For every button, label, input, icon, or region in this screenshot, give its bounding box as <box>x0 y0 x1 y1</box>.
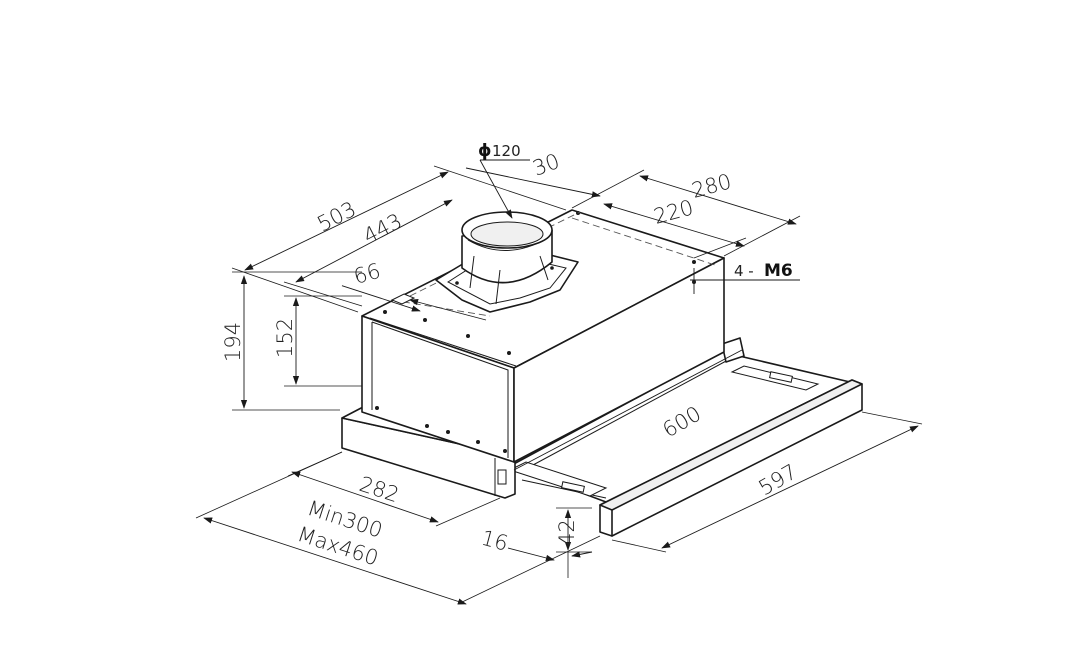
dim-16-line <box>507 547 555 562</box>
dim-30-line <box>465 167 601 198</box>
dim-16-line-2 <box>571 551 593 558</box>
dim-282-line <box>291 471 439 523</box>
collar-screw <box>455 281 459 285</box>
screw-dot <box>503 449 507 453</box>
extension-line <box>571 169 645 209</box>
dim-220-label: 220 <box>651 195 696 229</box>
extension-line <box>283 281 363 307</box>
dim-194-label: 194 <box>221 322 245 362</box>
m6-prefix-label: 4 - <box>734 262 754 280</box>
dimension-lines <box>195 159 923 605</box>
dim-120-label: 120 <box>492 142 521 160</box>
screw-dot <box>375 406 379 410</box>
rail-line <box>519 359 729 473</box>
exhaust-collar <box>435 211 579 313</box>
top-clip <box>390 293 416 305</box>
extension-line <box>231 267 359 313</box>
front-frame-line <box>371 321 509 458</box>
extension-line <box>693 237 747 259</box>
dim-280-label: 280 <box>689 169 734 203</box>
screw-dot <box>446 430 450 434</box>
dim-597-label: 597 <box>755 459 802 500</box>
dim-16-label: 16 <box>479 526 511 556</box>
housing-side <box>513 257 725 463</box>
chamfer-line <box>369 317 517 367</box>
dim-280-line <box>639 175 797 225</box>
extension-line <box>611 539 667 553</box>
dim-66-line <box>341 285 421 312</box>
screw-dot <box>692 260 696 264</box>
screw-dot <box>466 334 470 338</box>
extension-line <box>433 165 567 211</box>
drawer-bracket <box>721 337 745 363</box>
screw-dot <box>425 424 429 428</box>
rail-slot <box>769 371 793 383</box>
dim-503-label: 503 <box>313 197 360 237</box>
dim-443-line <box>295 199 453 283</box>
dim-597-line <box>661 425 919 549</box>
screw-dot <box>423 318 427 322</box>
collar-rib <box>495 269 501 305</box>
dim-600-line <box>513 349 743 471</box>
collar-rib <box>467 237 549 251</box>
dim-30-label: 30 <box>530 149 563 181</box>
collar-rib <box>539 255 549 281</box>
extension-line <box>195 451 343 519</box>
dim-66-label: 66 <box>351 259 383 289</box>
phi-leader <box>479 159 513 219</box>
extension-line <box>861 411 923 425</box>
extension-line <box>435 497 501 527</box>
collar-rib <box>469 255 475 289</box>
collar-opening <box>470 221 544 247</box>
screw-dot <box>383 310 387 314</box>
extension-line <box>457 535 601 605</box>
m6-label: M6 <box>764 261 793 281</box>
hidden-line <box>571 217 719 267</box>
dim-220-line <box>603 203 745 247</box>
rail-slot <box>561 481 585 493</box>
collar-screw <box>550 266 554 270</box>
dim-152-label: 152 <box>273 318 297 358</box>
screw-dot <box>476 440 480 444</box>
dim-282-label: 282 <box>356 472 402 507</box>
phi-symbol: ϕ <box>478 141 492 161</box>
screw-dot <box>507 351 511 355</box>
dim-minmax-line <box>203 517 467 605</box>
dim-443-label: 443 <box>359 209 406 249</box>
base-clip <box>497 469 507 485</box>
dim-66-line-2 <box>409 299 487 321</box>
dim-42-label: 42 <box>555 519 579 546</box>
